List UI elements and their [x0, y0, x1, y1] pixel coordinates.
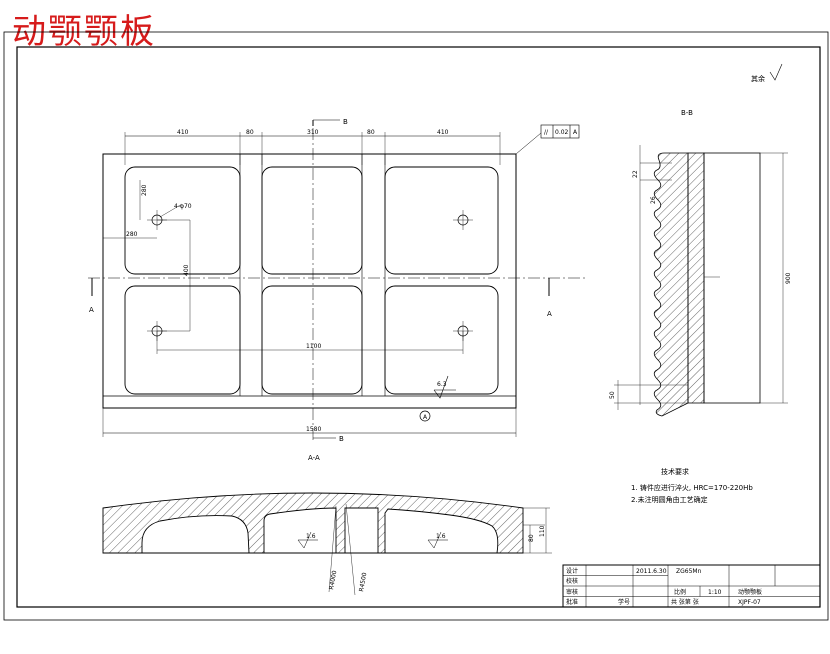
flatness-callout: [540, 124, 580, 139]
roughness-left: 1.6: [306, 533, 316, 540]
section-aa-label: A-A: [308, 454, 320, 462]
tb-check: 校核: [566, 577, 578, 585]
dim-hole-y: 280: [141, 184, 148, 196]
inner-frame: [16, 46, 821, 608]
tech-req-heading: 技术要求: [661, 467, 689, 476]
tech-req-line2: 2.未注明圆角由工艺确定: [631, 495, 708, 504]
tech-req-line1: 1. 铸件应进行淬火, HRC=170-220Hb: [631, 483, 753, 492]
tb-design: 设计: [566, 567, 578, 575]
outer-frame: [3, 31, 829, 621]
section-mark-b-top: B: [343, 118, 348, 126]
tb-count: 共 张第 张: [671, 598, 699, 606]
dim-w3: 410: [437, 129, 449, 136]
section-mark-a-left: A: [89, 306, 94, 314]
tb-part: 动颚颚板: [738, 588, 762, 596]
tb-scale: 1:10: [708, 589, 722, 596]
roughness-6-3: 6.3: [437, 381, 447, 388]
section-aa: [102, 492, 552, 596]
dim-tooth: 26: [650, 196, 657, 204]
flatness-datum: A: [573, 129, 578, 136]
section-bb: [614, 145, 788, 417]
flatness-symbol: //: [544, 129, 549, 136]
tb-date: 2011.6.30: [636, 568, 667, 575]
dim-radius-1: R4000: [328, 570, 338, 591]
dim-total: 1580: [306, 426, 321, 433]
dim-w1: 410: [177, 129, 189, 136]
dim-hole-dia: 4-φ70: [174, 203, 192, 210]
dim-hole-spacing-x: 1100: [306, 343, 321, 350]
flatness-tolerance: 0.02: [555, 129, 569, 136]
dim-thk2: 110: [539, 525, 546, 537]
dim-w2: 310: [307, 129, 319, 136]
dim-hole-spacing-y: 400: [183, 264, 190, 276]
tooth-profile: [653, 152, 689, 417]
dim-thk1: 80: [528, 534, 535, 542]
dim-hole-x: 280: [126, 231, 138, 238]
tb-approve: 批准: [566, 598, 578, 606]
dim-height: 900: [785, 272, 792, 284]
tb-seq: 学号: [618, 598, 630, 606]
dim-gap1: 80: [246, 129, 254, 136]
dim-bottom: 50: [609, 391, 616, 399]
tb-material: ZG65Mn: [676, 568, 702, 575]
dim-radius-2: R4500: [358, 572, 368, 593]
section-mark-b-bottom: B: [339, 435, 344, 443]
roughness-note: 其余: [751, 74, 765, 83]
plan-view: [88, 119, 585, 440]
dim-gap2: 80: [367, 129, 375, 136]
tb-review: 审核: [566, 588, 578, 596]
roughness-right: 1.6: [436, 533, 446, 540]
tb-code: XJPF-07: [738, 599, 761, 606]
tb-scale-label: 比例: [674, 588, 686, 596]
dim-pitch: 22: [632, 170, 639, 178]
section-mark-a-right: A: [547, 310, 552, 318]
title-block: [562, 564, 821, 608]
section-bb-label: B-B: [681, 109, 693, 117]
datum-circle-label: A: [423, 414, 428, 421]
